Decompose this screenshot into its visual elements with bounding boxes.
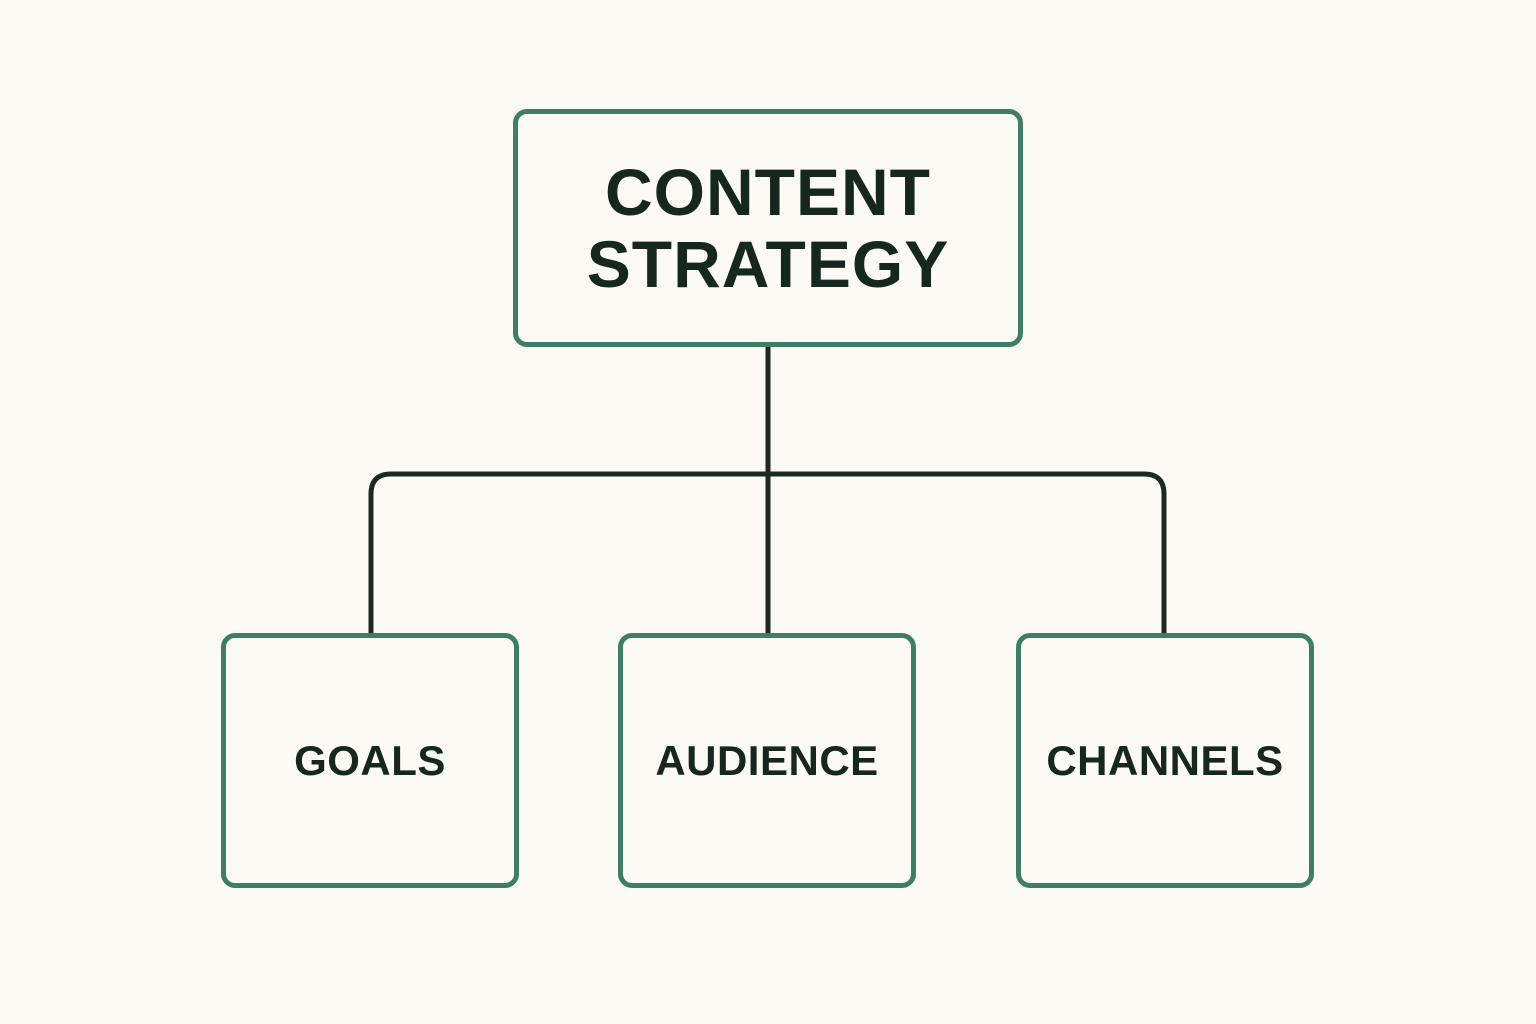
child-label-channels: CHANNELS [1046, 736, 1284, 784]
child-node-channels: CHANNELS [1016, 633, 1314, 888]
child-node-goals: GOALS [221, 633, 519, 888]
child-label-goals: GOALS [294, 736, 446, 784]
root-node-content-strategy: CONTENT STRATEGY [513, 109, 1023, 347]
child-node-audience: AUDIENCE [618, 633, 916, 888]
root-label-line-1: CONTENT [605, 155, 931, 229]
child-label-audience: AUDIENCE [655, 736, 879, 784]
root-label-line-2: STRATEGY [586, 227, 950, 301]
